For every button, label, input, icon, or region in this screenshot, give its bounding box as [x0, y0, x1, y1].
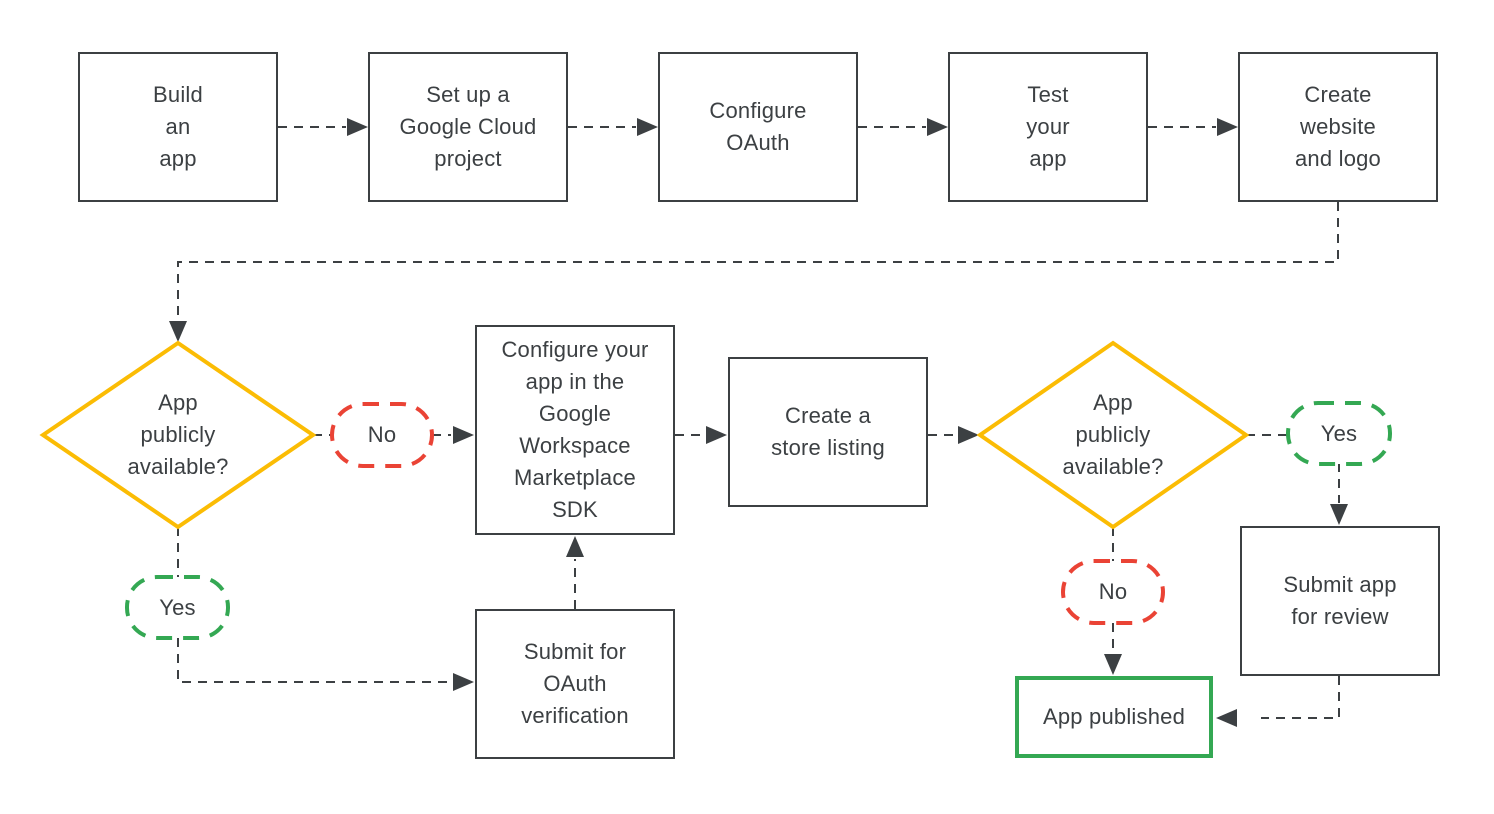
- step-configure-oauth: Configure OAuth: [658, 52, 858, 202]
- step-setup-gcp-project: Set up a Google Cloud project: [368, 52, 568, 202]
- yes-left-text: Yes: [159, 594, 196, 620]
- yes-label-right: Yes: [1288, 403, 1390, 464]
- no-left-text: No: [367, 422, 397, 447]
- step-create-website-logo: Create website and logo: [1238, 52, 1438, 202]
- decision-diamond-left: [39, 340, 317, 530]
- arrowhead-into-submit-oauth: [453, 673, 474, 691]
- arrowhead-into-decision-left: [169, 321, 187, 342]
- no-capsule-right: [1061, 559, 1165, 625]
- step-build-app: Build an app: [78, 52, 278, 202]
- terminal-app-published-label: App published: [1042, 704, 1186, 729]
- yes-label-left: Yes: [127, 577, 228, 638]
- arrowhead-into-configure-sdk: [453, 426, 474, 444]
- arrowhead-into-published-top: [1104, 654, 1122, 675]
- edge-website-to-decision-left: [177, 202, 1339, 320]
- arrowhead-into-website: [1217, 118, 1238, 136]
- arrowhead-into-sdk-bottom: [566, 536, 584, 557]
- step-setup-gcp-project-label: Set up a Google Cloud project: [399, 82, 537, 171]
- step-create-store-listing: Create a store listing: [728, 357, 928, 507]
- edge-yes-to-submit-oauth: [177, 638, 450, 683]
- terminal-app-published: App published: [1015, 676, 1213, 758]
- arrowhead-into-setup: [347, 118, 368, 136]
- no-label-left: No: [332, 404, 432, 466]
- arrowhead-into-decision-right: [958, 426, 979, 444]
- step-submit-oauth-verification: Submit for OAuth verification: [475, 609, 675, 759]
- no-label-right: No: [1063, 561, 1163, 623]
- step-submit-app-for-review-label: Submit app for review: [1283, 572, 1397, 629]
- step-test-app-label: Test your app: [1026, 82, 1070, 171]
- step-submit-app-for-review: Submit app for review: [1240, 526, 1440, 676]
- step-configure-marketplace-sdk: Configure your app in the Google Workspa…: [475, 325, 675, 535]
- decision-app-publicly-available-right: App publicly available?: [993, 386, 1233, 484]
- step-configure-oauth-label: Configure OAuth: [709, 98, 807, 155]
- edge-submit-review-to-published: [1261, 676, 1340, 719]
- no-right-text: No: [1098, 579, 1128, 604]
- step-test-app: Test your app: [948, 52, 1148, 202]
- yes-capsule-right: [1286, 401, 1392, 466]
- arrowhead-into-submit-review: [1330, 504, 1348, 525]
- step-build-app-label: Build an app: [153, 82, 203, 171]
- yes-capsule-left: [125, 575, 230, 640]
- step-create-website-logo-label: Create website and logo: [1294, 82, 1381, 171]
- step-configure-marketplace-sdk-label: Configure your app in the Google Workspa…: [501, 337, 649, 522]
- step-create-store-listing-label: Create a store listing: [771, 403, 885, 460]
- arrowhead-into-store-listing: [706, 426, 727, 444]
- decision-app-publicly-available-left: App publicly available?: [58, 386, 298, 484]
- decision-left-label: App publicly available?: [127, 390, 229, 479]
- arrowhead-into-oauth: [637, 118, 658, 136]
- decision-diamond-right: [976, 340, 1250, 530]
- arrowhead-into-test: [927, 118, 948, 136]
- no-capsule-left: [330, 402, 434, 468]
- arrowhead-into-published-right: [1216, 709, 1237, 727]
- decision-right-label: App publicly available?: [1062, 390, 1164, 479]
- yes-right-text: Yes: [1320, 420, 1358, 446]
- step-submit-oauth-verification-label: Submit for OAuth verification: [521, 639, 629, 728]
